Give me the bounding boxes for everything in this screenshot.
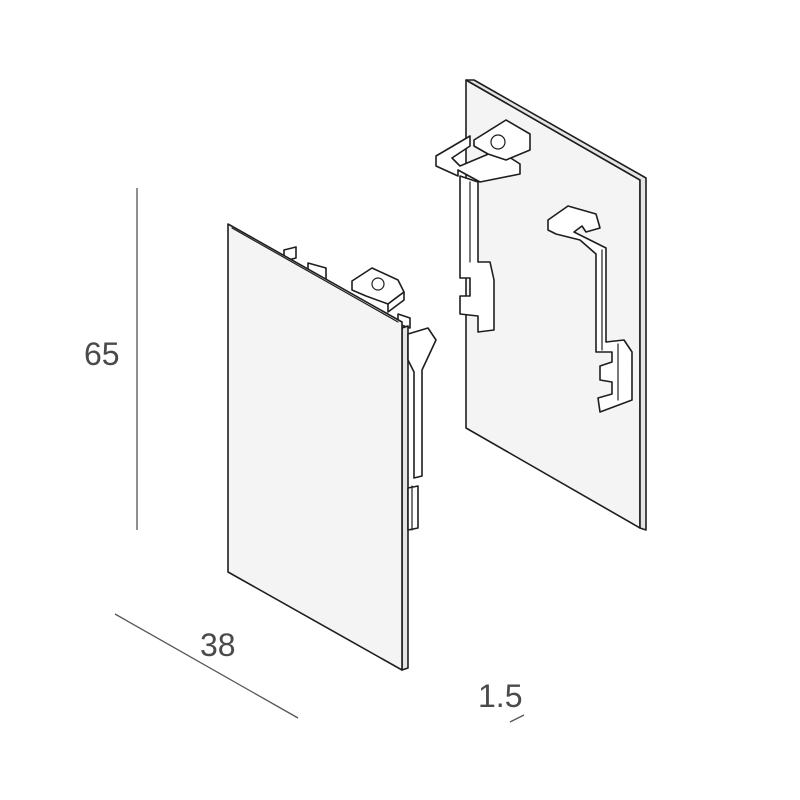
- rear-end-cap: [435, 79, 647, 531]
- width-dimension-label: 38: [200, 627, 236, 663]
- rear-cap-upper-clip: [435, 119, 531, 333]
- width-dimension-line: [114, 613, 299, 719]
- height-dimension-label: 65: [84, 336, 120, 372]
- rear-cap-edge: [465, 79, 647, 531]
- thickness-dimension-tick: [509, 714, 525, 723]
- rear-cap-right-clip: [547, 205, 633, 413]
- front-cap-side-clip: [407, 327, 437, 531]
- thickness-dimension-label: 1.5: [478, 678, 522, 714]
- front-cap-face: [227, 223, 403, 671]
- front-end-cap: [227, 223, 437, 671]
- front-cap-side-flange: [401, 325, 409, 671]
